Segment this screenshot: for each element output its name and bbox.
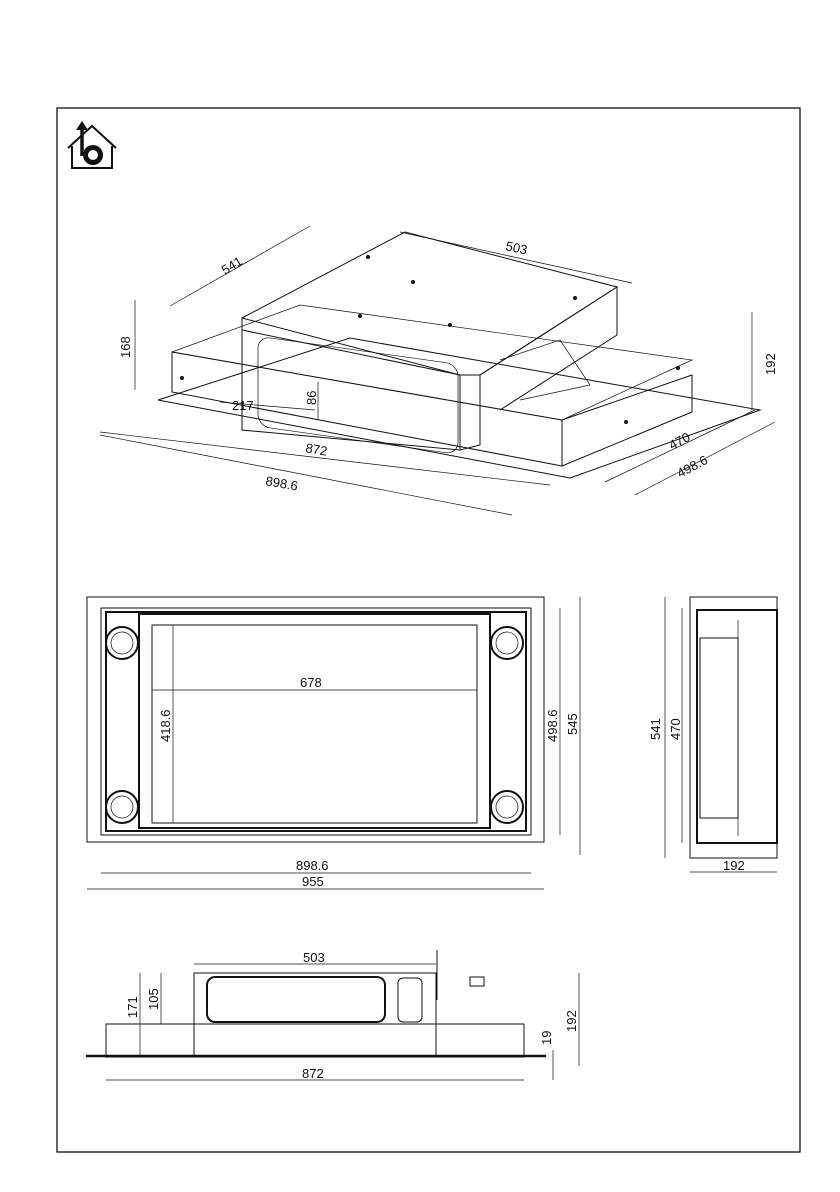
dim-955: 955 — [302, 874, 324, 889]
dim-105: 105 — [146, 988, 161, 1010]
dim-898-6-iso: 898.6 — [264, 473, 299, 493]
isometric-view: 541 503 168 192 217 86 872 898.6 470 498… — [99, 225, 778, 516]
dim-872-iso: 872 — [304, 440, 328, 459]
dim-470-side: 470 — [668, 718, 683, 740]
dim-192-iso: 192 — [763, 353, 778, 375]
dim-503-front: 503 — [303, 950, 325, 965]
top-view: 678 418.6 498.6 545 898.6 955 — [86, 596, 581, 890]
dim-192-side: 192 — [723, 858, 745, 873]
front-view: 503 171 105 192 19 872 — [86, 950, 580, 1081]
drawing-frame — [56, 107, 801, 1153]
dim-192-front: 192 — [564, 1010, 579, 1032]
dim-418-6: 418.6 — [158, 709, 173, 742]
filter-circles — [105, 626, 524, 824]
dim-171: 171 — [125, 996, 140, 1018]
dim-545: 545 — [565, 713, 580, 735]
dim-217-iso: 217 — [232, 398, 254, 413]
dim-470-iso: 470 — [666, 429, 692, 452]
dim-498-6-top: 498.6 — [545, 709, 560, 742]
dim-168-iso: 168 — [118, 336, 133, 358]
dim-898-6-top: 898.6 — [296, 858, 329, 873]
dim-503-iso: 503 — [504, 238, 528, 257]
dim-678: 678 — [300, 675, 322, 690]
dim-19: 19 — [539, 1031, 554, 1045]
ducted-extraction-house-icon — [67, 121, 117, 169]
dim-86-iso: 86 — [304, 391, 319, 405]
side-view: 541 470 192 — [648, 596, 778, 873]
dim-498-6-iso: 498.6 — [674, 452, 710, 481]
dim-541-side: 541 — [648, 718, 663, 740]
dim-541-iso: 541 — [219, 253, 245, 277]
dim-872-front: 872 — [302, 1066, 324, 1081]
